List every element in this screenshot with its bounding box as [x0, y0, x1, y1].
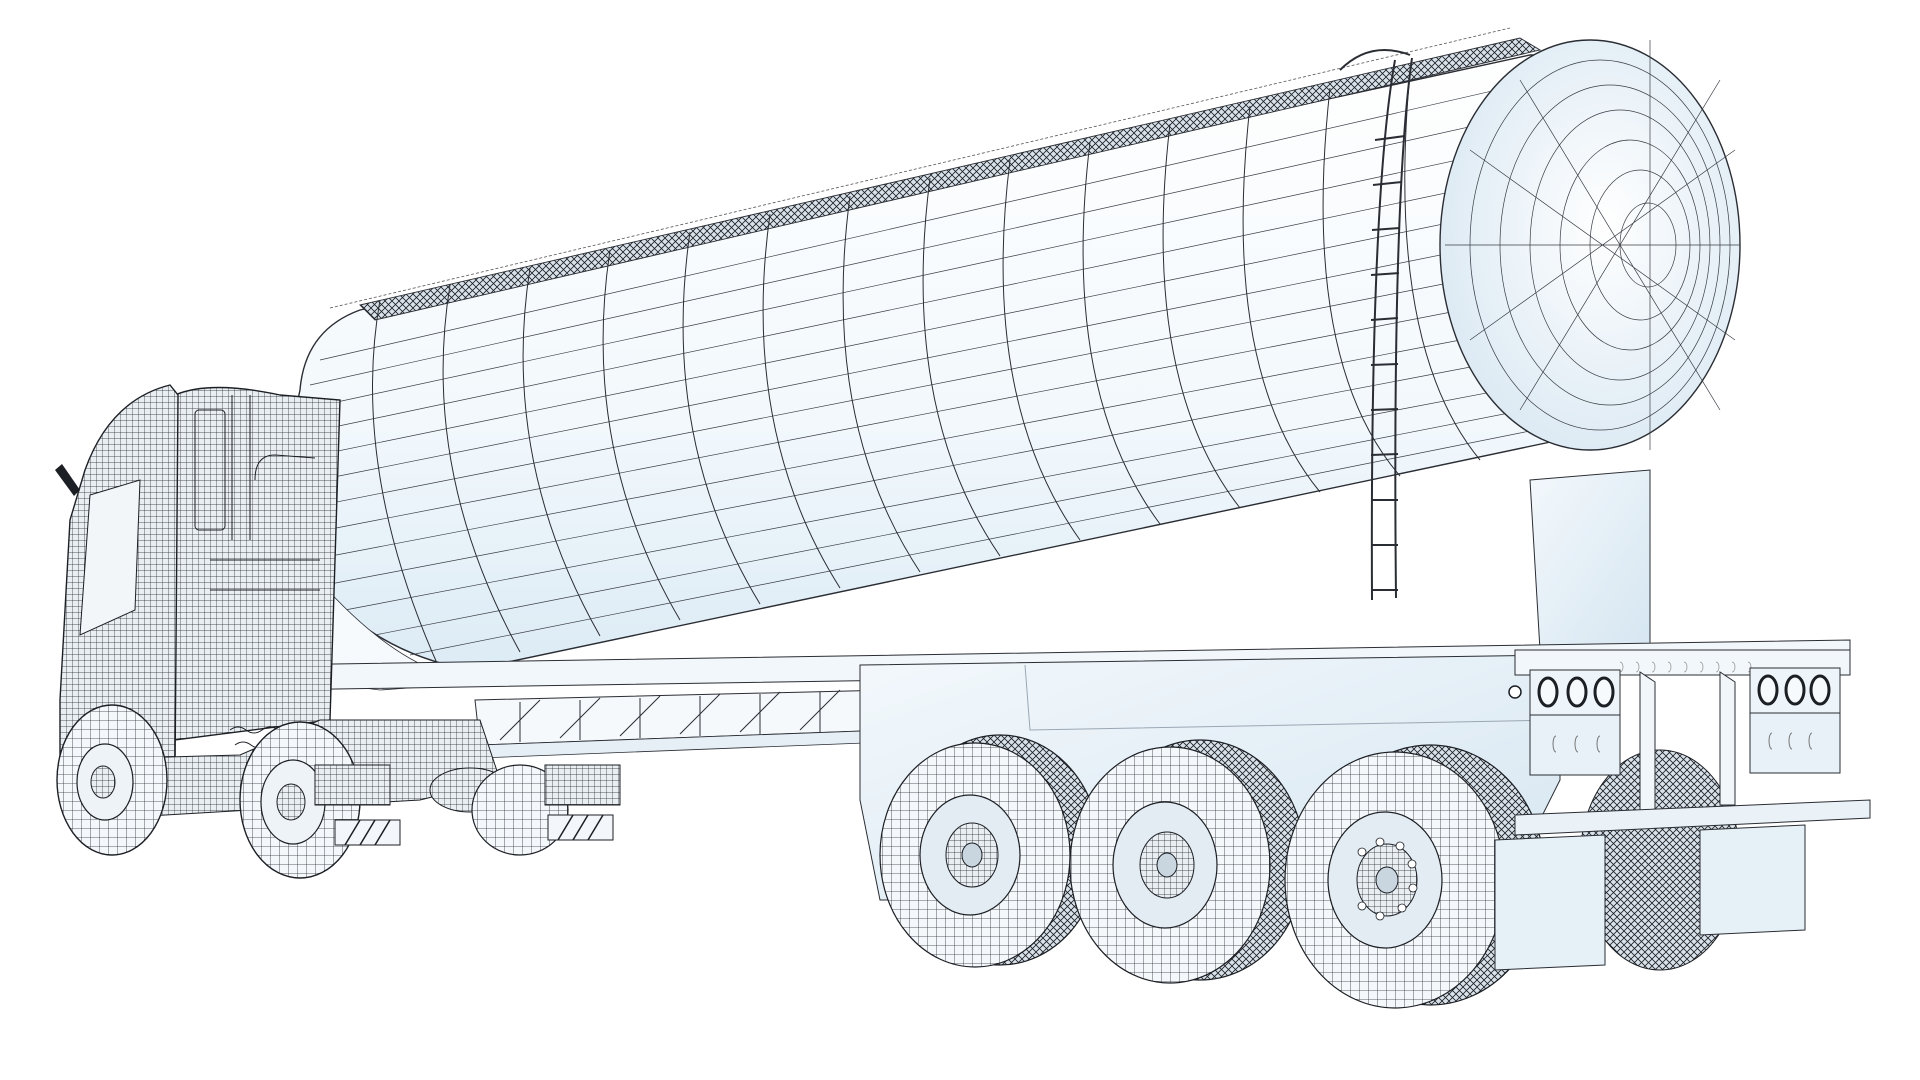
tank-top-guide [329, 27, 1511, 309]
mud-flap-left [1494, 834, 1606, 971]
tank-ring-mesh [372, 71, 1481, 671]
tractor-cab-rear [174, 386, 341, 741]
trailer-rear-axles [879, 734, 1741, 1009]
tank-end-cap-mesh [1445, 40, 1740, 450]
tractor-front-wheel [56, 704, 168, 856]
tank-rear-ladder [1339, 49, 1413, 601]
tractor-rear-wheel [471, 764, 569, 856]
side-panel-crease [1024, 664, 1561, 731]
tractor-drive-wheel [239, 721, 361, 879]
tractor-cab-rear-detail [194, 395, 320, 591]
tractor-side-mirror [55, 464, 80, 496]
rear-underride-bar [1514, 799, 1871, 836]
rear-light-cluster-left [1508, 669, 1621, 776]
rear-post-left [1639, 671, 1656, 811]
trailer-wheel-1 [879, 734, 1101, 968]
trailer-wheel-3 [1284, 744, 1546, 1009]
trailer-wheel-2 [1069, 739, 1306, 984]
tank [290, 27, 1741, 671]
tractor-mudguard-rear [544, 764, 621, 841]
chassis-lattice-frame [474, 689, 891, 759]
trailer-rear-end [1494, 649, 1871, 971]
tractor-cab-window [79, 479, 141, 636]
mud-flap-right [1699, 824, 1806, 936]
rear-light-cluster-right [1749, 667, 1841, 774]
tank-rear-support [1529, 469, 1651, 651]
tank-longitudinal-mesh [293, 79, 1566, 656]
tractor-unit [55, 384, 621, 879]
tractor-mudguard-front [314, 764, 401, 846]
rear-post-right [1719, 671, 1736, 806]
rear-top-bar-rivets [1619, 661, 1752, 673]
tank-top-rail [359, 37, 1542, 321]
